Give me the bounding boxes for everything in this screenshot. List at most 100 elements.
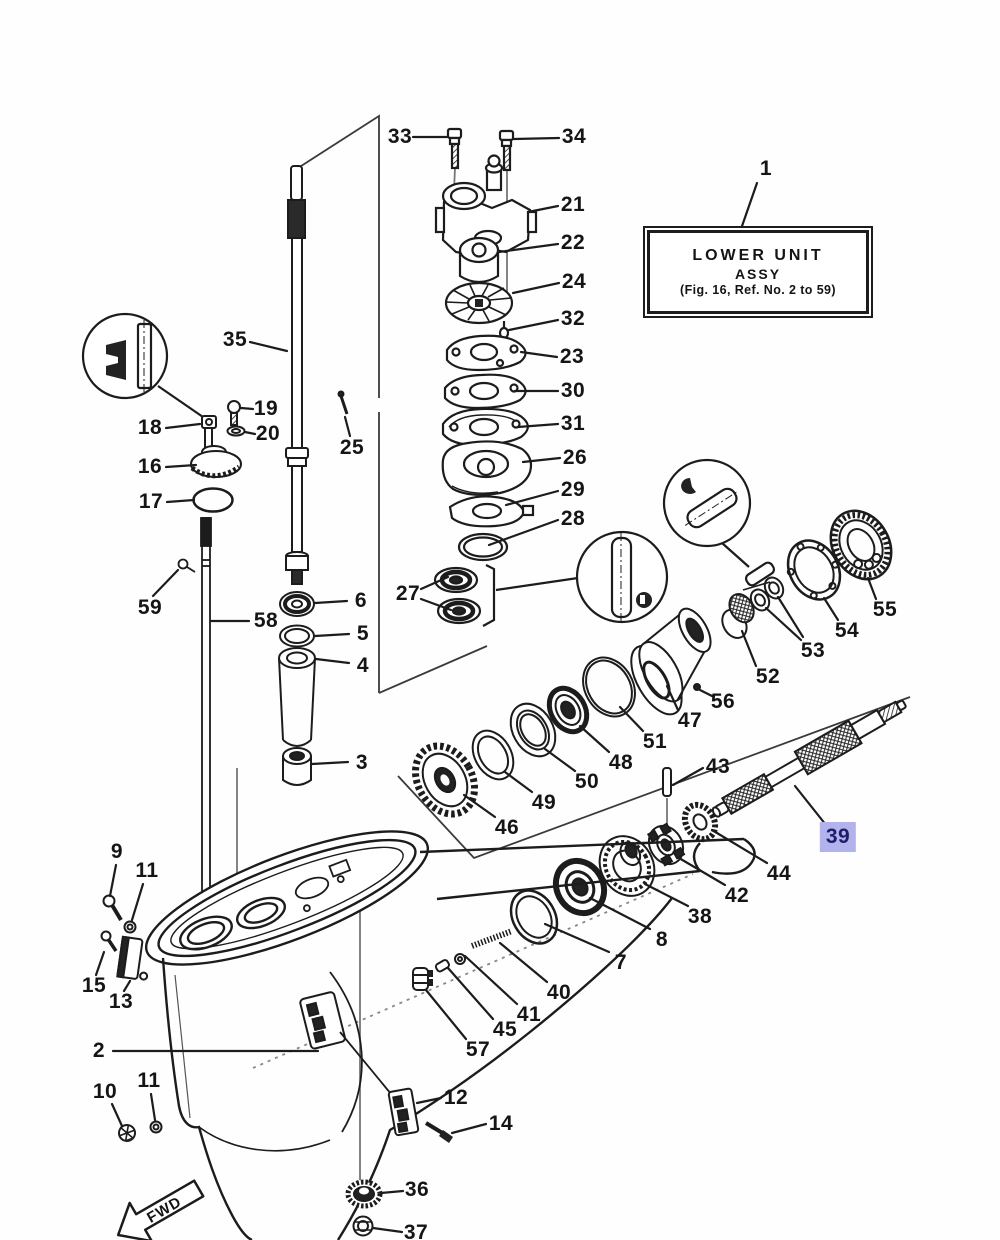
part-label-57[interactable]: 57 xyxy=(465,1038,491,1061)
leader-line-38 xyxy=(643,882,690,908)
part-label-27[interactable]: 27 xyxy=(395,582,421,605)
part-label-3[interactable]: 3 xyxy=(355,751,369,774)
washer-20 xyxy=(226,425,246,437)
part-label-9[interactable]: 9 xyxy=(110,840,124,863)
part-label-33[interactable]: 33 xyxy=(387,125,413,148)
part-label-14[interactable]: 14 xyxy=(488,1112,514,1135)
part-label-2[interactable]: 2 xyxy=(92,1039,106,1062)
part-label-43[interactable]: 43 xyxy=(705,755,731,778)
part-label-32[interactable]: 32 xyxy=(560,307,586,330)
part-label-19[interactable]: 19 xyxy=(253,397,279,420)
part-label-23[interactable]: 23 xyxy=(559,345,585,368)
part-label-53[interactable]: 53 xyxy=(800,639,826,662)
ring-49 xyxy=(471,729,515,781)
part-label-6[interactable]: 6 xyxy=(354,589,368,612)
part-label-18[interactable]: 18 xyxy=(137,416,163,439)
leader-line-25 xyxy=(343,415,352,438)
part-label-51[interactable]: 51 xyxy=(642,730,668,753)
leader-line-34 xyxy=(512,136,561,141)
part-label-20[interactable]: 20 xyxy=(255,422,281,445)
part-label-24[interactable]: 24 xyxy=(561,270,587,293)
part-label-12[interactable]: 12 xyxy=(443,1086,469,1109)
leader-line-29 xyxy=(504,489,560,507)
part-label-21[interactable]: 21 xyxy=(560,193,586,216)
part-label-8[interactable]: 8 xyxy=(655,928,669,951)
sleeve-4 xyxy=(278,647,316,747)
part-label-13[interactable]: 13 xyxy=(108,990,134,1013)
gear-train xyxy=(411,509,893,818)
leader-line-57 xyxy=(424,988,468,1041)
part-label-29[interactable]: 29 xyxy=(560,478,586,501)
part-label-11[interactable]: 11 xyxy=(135,859,159,882)
ring-50 xyxy=(509,702,557,758)
detail-circle-seal-pin xyxy=(495,530,669,624)
part-label-5[interactable]: 5 xyxy=(356,622,370,645)
part-label-37[interactable]: 37 xyxy=(403,1221,429,1240)
part-label-22[interactable]: 22 xyxy=(560,231,586,254)
part-label-36[interactable]: 36 xyxy=(404,1178,430,1201)
part-label-15[interactable]: 15 xyxy=(81,974,107,997)
assembly-title-line2: ASSY xyxy=(734,266,782,282)
leader-line-11 xyxy=(149,1092,157,1122)
bearing-48 xyxy=(546,685,590,735)
pin-43 xyxy=(662,767,672,797)
part-label-17[interactable]: 17 xyxy=(138,490,164,513)
part-label-50[interactable]: 50 xyxy=(574,770,600,793)
shift-cam-group xyxy=(190,390,349,513)
pin-45 xyxy=(434,959,450,973)
part-label-4[interactable]: 4 xyxy=(356,654,370,677)
assembly-fig-ref: (Fig. 16, Ref. No. 2 to 59) xyxy=(680,283,836,297)
part-label-52[interactable]: 52 xyxy=(755,665,781,688)
assembly-reference-inner: LOWER UNIT ASSY (Fig. 16, Ref. No. 2 to … xyxy=(647,230,869,314)
driveshaft-lower-parts xyxy=(278,591,316,786)
leader-line-42 xyxy=(677,856,727,887)
part-label-56[interactable]: 56 xyxy=(710,690,736,713)
leader-line-3 xyxy=(310,760,350,766)
leader-line-40 xyxy=(498,941,549,984)
leader-line-10 xyxy=(110,1102,124,1128)
part-label-40[interactable]: 40 xyxy=(546,981,572,1004)
propeller-shaft-39 xyxy=(711,699,907,818)
part-label-55[interactable]: 55 xyxy=(872,598,898,621)
leader-line-41 xyxy=(463,954,519,1006)
part-label-41[interactable]: 41 xyxy=(516,1003,542,1026)
ball-bearing-55 xyxy=(829,509,893,581)
part-label-16[interactable]: 16 xyxy=(137,455,163,478)
part-label-10[interactable]: 10 xyxy=(92,1080,118,1103)
bolt-19 xyxy=(227,400,241,426)
bolt-34 xyxy=(498,129,515,172)
roller-bearing-44 xyxy=(681,801,719,843)
part-label-26[interactable]: 26 xyxy=(562,446,588,469)
part-label-59[interactable]: 59 xyxy=(137,596,163,619)
leader-line-49 xyxy=(503,770,534,794)
part-label-1[interactable]: 1 xyxy=(759,157,773,180)
part-label-38[interactable]: 38 xyxy=(687,905,713,928)
side-fasteners xyxy=(100,894,163,1142)
part-label-30[interactable]: 30 xyxy=(560,379,586,402)
part-label-34[interactable]: 34 xyxy=(561,125,587,148)
part-label-46[interactable]: 46 xyxy=(494,816,520,839)
part-label-11[interactable]: 11 xyxy=(137,1069,161,1092)
part-label-42[interactable]: 42 xyxy=(724,884,750,907)
plug-57 xyxy=(412,967,433,991)
part-label-47[interactable]: 47 xyxy=(677,709,703,732)
part-label-35[interactable]: 35 xyxy=(222,328,248,351)
part-label-49[interactable]: 49 xyxy=(531,791,557,814)
part-label-45[interactable]: 45 xyxy=(492,1018,518,1041)
part-label-54[interactable]: 54 xyxy=(834,619,860,642)
part-label-39-selected[interactable]: 39 xyxy=(819,822,857,852)
bolt-14 xyxy=(424,1121,453,1143)
plate-31 xyxy=(441,407,529,447)
leader-line-21 xyxy=(526,204,560,214)
part-label-28[interactable]: 28 xyxy=(560,507,586,530)
part-label-48[interactable]: 48 xyxy=(608,751,634,774)
nut-10 xyxy=(118,1124,136,1142)
part-label-31[interactable]: 31 xyxy=(560,412,586,435)
bolt-15 xyxy=(100,930,118,952)
spacer-36 xyxy=(345,1179,383,1209)
part-label-44[interactable]: 44 xyxy=(766,862,792,885)
assembly-reference-box: LOWER UNIT ASSY (Fig. 16, Ref. No. 2 to … xyxy=(643,226,873,318)
part-label-58[interactable]: 58 xyxy=(253,609,279,632)
part-label-25[interactable]: 25 xyxy=(339,436,365,459)
part-label-7[interactable]: 7 xyxy=(614,951,628,974)
